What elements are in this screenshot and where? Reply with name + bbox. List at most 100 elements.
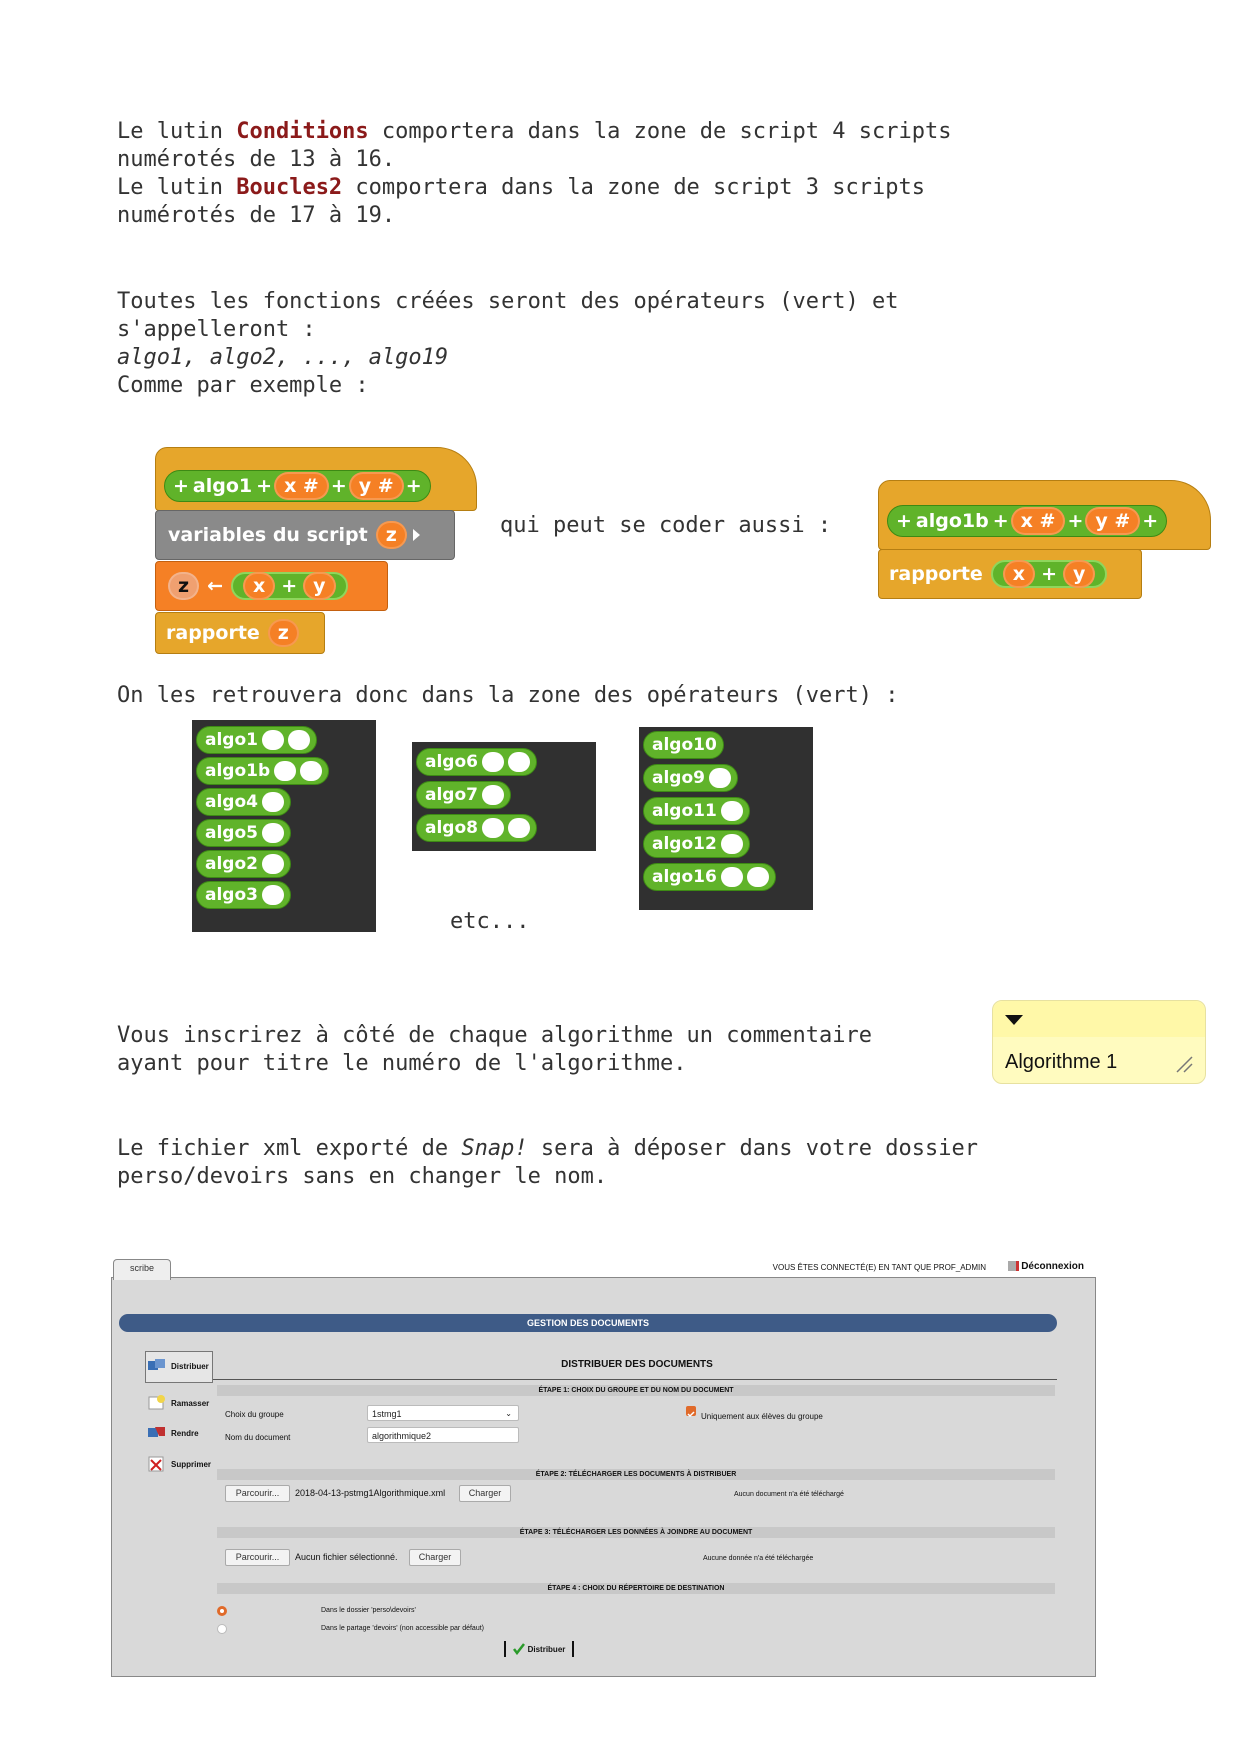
no-doc-status: Aucun document n'a été téléchargé (734, 1491, 844, 1498)
input-slot[interactable] (481, 785, 504, 805)
palette-block-label: algo4 (205, 792, 258, 812)
palette-block-algo1b[interactable]: algo1b (196, 757, 330, 785)
custom-block-prototype[interactable]: + algo1 + x # + y # + (164, 470, 431, 502)
report-label: rapporte (889, 563, 983, 585)
var-z[interactable]: z (375, 521, 407, 549)
dest-radio-partage[interactable] (217, 1624, 227, 1634)
block-name: algo1b (915, 510, 989, 532)
input-slot[interactable] (720, 834, 743, 854)
input-slot[interactable] (261, 854, 284, 874)
collapse-triangle-icon[interactable] (1005, 1015, 1023, 1025)
load-button-1[interactable]: Charger (459, 1485, 511, 1502)
sidebar-item-rendre[interactable]: Rendre (147, 1424, 199, 1442)
report-block[interactable]: rapporte z (155, 612, 325, 654)
input-slot[interactable] (507, 818, 530, 838)
section-title: GESTION DES DOCUMENTS (119, 1314, 1057, 1332)
dest-partage-label: Dans le partage 'devoirs' (non accessibl… (321, 1625, 484, 1632)
param-x[interactable]: x # (274, 472, 329, 500)
palette-block-algo1[interactable]: algo1 (196, 726, 317, 754)
only-members-label: Uniquement aux élèves du groupe (701, 1412, 823, 1421)
dest-radio-perso[interactable] (217, 1606, 227, 1616)
tab-scribe[interactable]: scribe (113, 1259, 171, 1280)
report-var-label: z (277, 622, 289, 644)
input-slot[interactable] (261, 730, 284, 750)
arrow-right-icon[interactable] (412, 529, 420, 541)
sidebar-item-label: Ramasser (171, 1398, 210, 1408)
expr-x-label: x (252, 575, 266, 597)
palette-block-algo4[interactable]: algo4 (196, 788, 291, 816)
input-slot[interactable] (746, 867, 769, 887)
palette-block-label: algo1 (205, 730, 258, 750)
sum-expression[interactable]: x + y (230, 572, 348, 600)
report-var[interactable]: z (267, 619, 299, 647)
chevron-down-icon: ⌄ (505, 1409, 512, 1418)
return-icon (147, 1424, 167, 1442)
sidebar-item-supprimer[interactable]: Supprimer (147, 1455, 211, 1473)
palette-block-algo7[interactable]: algo7 (416, 781, 511, 809)
input-slot[interactable] (274, 761, 297, 781)
paragraph-conditions: Le lutin Conditions comportera dans la z… (117, 119, 952, 228)
palette-block-label: algo3 (205, 885, 258, 905)
input-slot[interactable] (708, 768, 731, 788)
delete-icon (147, 1455, 167, 1473)
input-slot[interactable] (261, 792, 284, 812)
browse-button-2[interactable]: Parcourir... (225, 1549, 290, 1566)
param-x-label: x # (284, 475, 319, 497)
input-slot[interactable] (261, 823, 284, 843)
sum-expression[interactable]: x + y (990, 560, 1108, 588)
hat-block-algo1b[interactable]: + algo1b + x # + y # + (878, 480, 1211, 550)
palette-block-algo10[interactable]: algo10 (643, 731, 724, 759)
param-y-label: y # (358, 475, 394, 497)
palette-block-algo8[interactable]: algo8 (416, 814, 537, 842)
input-slot[interactable] (507, 752, 530, 772)
no-data-status: Aucune donnée n'a été téléchargée (703, 1555, 814, 1562)
comment-title[interactable]: Algorithme 1 (1005, 1051, 1118, 1073)
assign-target[interactable]: z (168, 572, 200, 600)
resize-grip-icon[interactable] (1175, 1055, 1193, 1073)
input-slot[interactable] (261, 885, 284, 905)
param-x[interactable]: x # (1010, 507, 1066, 535)
param-y[interactable]: y # (348, 472, 404, 500)
palette-block-algo9[interactable]: algo9 (643, 764, 738, 792)
palette-block-algo5[interactable]: algo5 (196, 819, 291, 847)
palette-block-algo2[interactable]: algo2 (196, 850, 291, 878)
plus-sign: + (1067, 510, 1084, 532)
palette-block-algo6[interactable]: algo6 (416, 748, 537, 776)
palette-block-algo12[interactable]: algo12 (643, 830, 750, 858)
step1-header: ÉTAPE 1: CHOIX DU GROUPE ET DU NOM DU DO… (217, 1385, 1055, 1396)
input-slot[interactable] (481, 752, 504, 772)
group-select[interactable]: 1stmg1 ⌄ (367, 1405, 519, 1421)
only-members-checkbox[interactable] (686, 1406, 696, 1418)
palette-block-algo3[interactable]: algo3 (196, 881, 291, 909)
palette-block-algo16[interactable]: algo16 (643, 863, 776, 891)
comment-title-bar[interactable] (993, 1001, 1205, 1037)
alternative-text: qui peut se coder aussi : (500, 513, 832, 538)
load-button-2[interactable]: Charger (409, 1549, 461, 1566)
doc-name-input[interactable]: algorithmique2 (367, 1427, 519, 1443)
param-y[interactable]: y # (1085, 507, 1141, 535)
palette-block-algo11[interactable]: algo11 (643, 797, 750, 825)
paragraph-palette-intro: On les retrouvera donc dans la zone des … (117, 683, 899, 708)
logout-link[interactable]: Déconnexion (1008, 1261, 1084, 1272)
snap-comment[interactable]: Algorithme 1 (992, 1000, 1206, 1084)
script-variables-block[interactable]: variables du script z (155, 510, 455, 560)
palette-block-label: algo11 (652, 801, 717, 821)
palette-block-label: algo10 (652, 735, 717, 755)
palette-block-label: algo6 (425, 752, 478, 772)
sidebar-item-distribuer[interactable]: Distribuer (147, 1357, 209, 1375)
collect-icon (147, 1394, 167, 1412)
step3-header: ÉTAPE 3: TÉLÉCHARGER LES DONNÉES À JOIND… (217, 1527, 1055, 1538)
report-block[interactable]: rapporte x + y (878, 549, 1142, 599)
input-slot[interactable] (720, 801, 743, 821)
browse-button-1[interactable]: Parcourir... (225, 1485, 290, 1502)
custom-block-prototype[interactable]: + algo1b + x # + y # + (887, 505, 1168, 537)
input-slot[interactable] (300, 761, 323, 781)
hat-block-algo1[interactable]: + algo1 + x # + y # + (155, 447, 477, 511)
input-slot[interactable] (287, 730, 310, 750)
input-slot[interactable] (720, 867, 743, 887)
sidebar-item-ramasser[interactable]: Ramasser (147, 1394, 209, 1412)
palette-block-label: algo8 (425, 818, 478, 838)
distribute-button[interactable]: Distribuer (504, 1641, 574, 1657)
set-block[interactable]: z ← x + y (155, 561, 388, 611)
input-slot[interactable] (481, 818, 504, 838)
